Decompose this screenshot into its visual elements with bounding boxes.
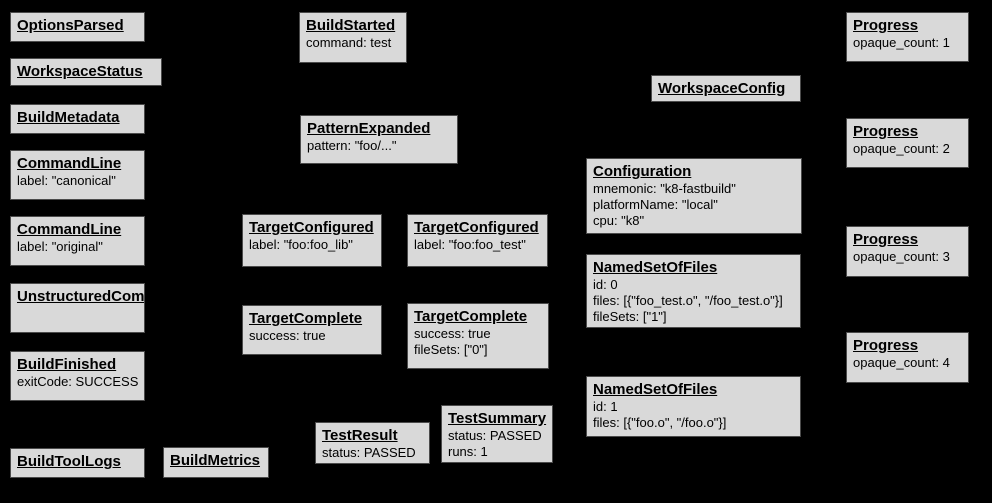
event-title: CommandLine	[17, 155, 122, 172]
event-title: UnstructuredCommandLine	[17, 288, 145, 305]
event-title: PatternExpanded	[307, 120, 431, 137]
event-box-progress-1: Progress opaque_count: 1	[846, 12, 969, 62]
event-box-progress-4: Progress opaque_count: 4	[846, 332, 969, 383]
event-box-command-line-canonical: CommandLine label: "canonical"	[10, 150, 145, 200]
event-title: TargetConfigured	[414, 219, 539, 236]
event-title: BuildStarted	[306, 17, 396, 34]
event-title: Progress	[853, 123, 919, 140]
event-title: NamedSetOfFiles	[593, 259, 718, 276]
event-field: opaque_count: 3	[853, 249, 950, 264]
event-title: BuildMetadata	[17, 109, 120, 126]
event-field: pattern: "foo/..."	[307, 138, 397, 153]
event-field: status: PASSED	[448, 428, 542, 443]
event-box-build-metrics: BuildMetrics	[163, 447, 269, 478]
event-box-build-metadata: BuildMetadata	[10, 104, 145, 134]
event-field: opaque_count: 1	[853, 35, 950, 50]
event-title: TestResult	[322, 427, 398, 444]
event-title: Progress	[853, 17, 919, 34]
event-box-build-started: BuildStarted command: test	[299, 12, 407, 63]
event-box-configuration: Configuration mnemonic: "k8-fastbuild" p…	[586, 158, 802, 234]
event-field: files: [{"foo_test.o", "/foo_test.o"}]	[593, 293, 783, 308]
event-box-named-set-of-files-0: NamedSetOfFiles id: 0 files: [{"foo_test…	[586, 254, 801, 328]
event-title: Configuration	[593, 163, 692, 180]
event-box-test-summary: TestSummary status: PASSED runs: 1	[441, 405, 553, 463]
event-title: BuildToolLogs	[17, 453, 121, 470]
event-field: opaque_count: 4	[853, 355, 950, 370]
event-box-options-parsed: OptionsParsed	[10, 12, 145, 42]
event-title: TargetComplete	[414, 308, 528, 325]
event-field: runs: 1	[448, 444, 488, 459]
event-box-progress-3: Progress opaque_count: 3	[846, 226, 969, 277]
event-box-target-complete-foo-lib: TargetComplete success: true	[242, 305, 382, 355]
event-title: TargetConfigured	[249, 219, 374, 236]
event-field: opaque_count: 2	[853, 141, 950, 156]
event-title: Progress	[853, 231, 919, 248]
event-box-named-set-of-files-1: NamedSetOfFiles id: 1 files: [{"foo.o", …	[586, 376, 801, 437]
event-box-target-configured-foo-test: TargetConfigured label: "foo:foo_test"	[407, 214, 548, 267]
event-box-command-line-original: CommandLine label: "original"	[10, 216, 145, 266]
event-field: cpu: "k8"	[593, 213, 645, 228]
event-title: WorkspaceConfig	[658, 80, 786, 97]
event-field: exitCode: SUCCESS	[17, 374, 139, 389]
event-box-build-tool-logs: BuildToolLogs	[10, 448, 145, 478]
event-title: TargetComplete	[249, 310, 363, 327]
event-field: success: true	[414, 326, 491, 341]
event-title: BuildFinished	[17, 356, 117, 373]
event-field: platformName: "local"	[593, 197, 718, 212]
event-field: command: test	[306, 35, 392, 50]
event-field: label: "foo:foo_lib"	[249, 237, 353, 252]
event-field: label: "canonical"	[17, 173, 116, 188]
event-title: TestSummary	[448, 410, 547, 427]
event-box-target-configured-foo-lib: TargetConfigured label: "foo:foo_lib"	[242, 214, 382, 267]
event-field: label: "original"	[17, 239, 103, 254]
event-box-target-complete-foo-test: TargetComplete success: true fileSets: […	[407, 303, 549, 369]
event-box-test-result: TestResult status: PASSED	[315, 422, 430, 464]
event-box-pattern-expanded: PatternExpanded pattern: "foo/..."	[300, 115, 458, 164]
event-title: Progress	[853, 337, 919, 354]
event-title: OptionsParsed	[17, 17, 124, 34]
event-field: id: 0	[593, 277, 618, 292]
event-field: id: 1	[593, 399, 618, 414]
event-field: fileSets: ["0"]	[414, 342, 488, 357]
event-field: success: true	[249, 328, 326, 343]
event-field: status: PASSED	[322, 445, 416, 460]
event-field: files: [{"foo.o", "/foo.o"}]	[593, 415, 727, 430]
event-title: NamedSetOfFiles	[593, 381, 718, 398]
event-title: BuildMetrics	[170, 452, 261, 469]
event-box-workspace-status: WorkspaceStatus	[10, 58, 162, 86]
event-title: WorkspaceStatus	[17, 63, 143, 80]
event-box-progress-2: Progress opaque_count: 2	[846, 118, 969, 168]
event-field: label: "foo:foo_test"	[414, 237, 526, 252]
event-title: CommandLine	[17, 221, 122, 238]
event-field: mnemonic: "k8-fastbuild"	[593, 181, 736, 196]
event-box-workspace-config: WorkspaceConfig	[651, 75, 801, 102]
event-box-build-finished: BuildFinished exitCode: SUCCESS	[10, 351, 145, 401]
event-field: fileSets: ["1"]	[593, 309, 667, 324]
event-box-unstructured-command-line: UnstructuredCommandLine	[10, 283, 145, 333]
